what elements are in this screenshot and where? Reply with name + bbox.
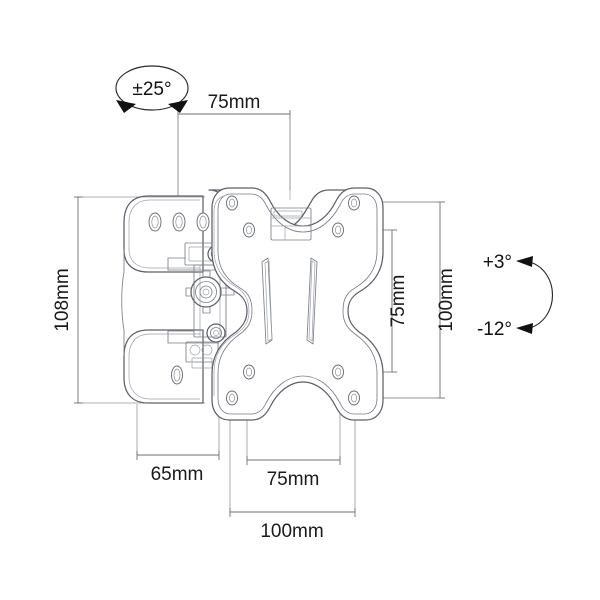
label-left-108mm: 108mm [52, 268, 73, 331]
label-bottom-75mm: 75mm [267, 469, 320, 490]
center-label-detail [270, 207, 312, 241]
dimension-labels: 75mm 108mm 75mm 100mm 65mm 75mm 100mm [52, 92, 457, 542]
vesa-mounting-plate [208, 187, 384, 421]
lower-pivot-bolt [206, 323, 226, 343]
tilt-down-label: -12° [477, 319, 512, 340]
swivel-range-indicator: ±25° [115, 65, 189, 113]
dimension-bottom-100mm [229, 408, 356, 517]
wall-plate-slot-lower [171, 365, 183, 385]
dimension-bottom-65mm [136, 390, 220, 460]
tilt-arrow-down [516, 323, 533, 334]
swivel-arrow-left [116, 100, 136, 113]
label-bottom-65mm: 65mm [151, 464, 204, 485]
label-right-100mm: 100mm [436, 268, 457, 331]
vesa-holes-75 [243, 222, 344, 380]
tilt-arrow-up [516, 256, 533, 267]
swivel-arrow-right [168, 100, 188, 113]
wall-plate-slots [148, 212, 210, 232]
vesa-holes-100 [226, 195, 360, 406]
label-right-75mm: 75mm [388, 275, 409, 328]
label-bottom-100mm: 100mm [260, 521, 323, 542]
dimension-top-75mm [177, 110, 291, 196]
wall-plate [121, 195, 210, 404]
tilt-range-indicator: +3° -12° [477, 252, 553, 340]
label-top-75mm: 75mm [208, 92, 261, 113]
tilt-up-label: +3° [483, 252, 512, 273]
dimension-left-108mm [74, 196, 205, 404]
plate-rib-slots [261, 257, 318, 345]
swivel-angle-label: ±25° [132, 79, 171, 100]
